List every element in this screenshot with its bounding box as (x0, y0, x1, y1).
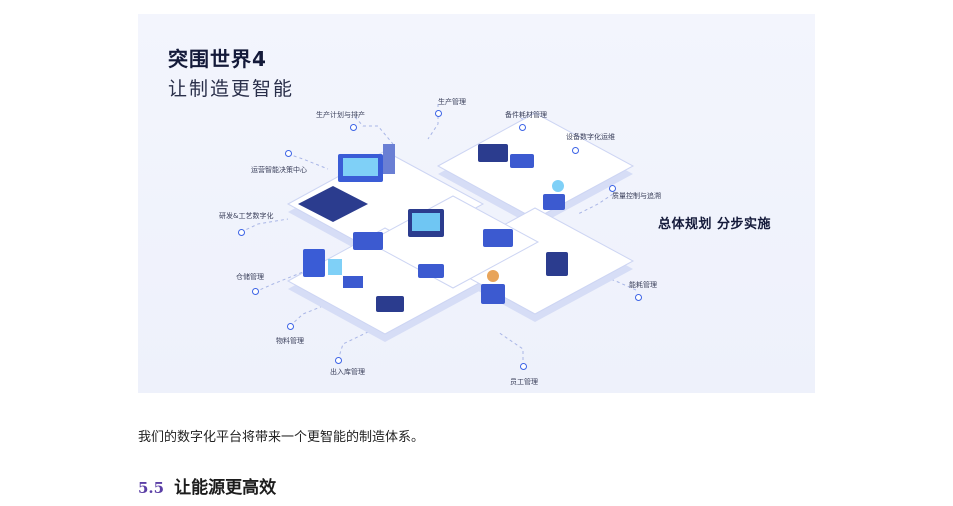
label-production-management: 生产管理 (438, 98, 466, 106)
label-warehouse: 仓储管理 (236, 273, 264, 281)
isometric-factory-illustration (240, 104, 637, 366)
label-materials: 物料管理 (276, 337, 304, 345)
label-staff: 员工管理 (510, 378, 538, 386)
label-inout-storage: 出入库管理 (330, 368, 365, 376)
marker-dot (435, 110, 442, 117)
marker-dot (609, 185, 616, 192)
marker-dot (635, 294, 642, 301)
label-operations-center: 运营智能决策中心 (251, 166, 307, 174)
marker-dot (335, 357, 342, 364)
section-heading: 5.5 让能源更高效 (138, 473, 276, 498)
label-equipment-digital: 设备数字化运维 (566, 133, 615, 141)
figure-caption: 我们的数字化平台将带来一个更智能的制造体系。 (138, 430, 425, 445)
marker-dot (287, 323, 294, 330)
label-quality-control: 质量控制与追溯 (612, 192, 661, 200)
marker-dot (520, 363, 527, 370)
hero-figure: 突围世界4 让制造更智能 总体规划 分步实施 生产计划与排产 生产管理 备件耗材… (138, 14, 815, 393)
label-spare-parts: 备件耗材管理 (505, 111, 547, 119)
figure-title: 突围世界4 (168, 47, 267, 71)
marker-dot (238, 229, 245, 236)
label-production-planning: 生产计划与排产 (316, 111, 365, 119)
label-rd-digital: 研发&工艺数字化 (219, 212, 274, 220)
marker-dot (572, 147, 579, 154)
marker-dot (252, 288, 259, 295)
marker-dot (285, 150, 292, 157)
section-title: 让能源更高效 (174, 478, 277, 498)
label-energy: 能耗管理 (629, 281, 657, 289)
figure-slogan: 总体规划 分步实施 (658, 217, 772, 232)
marker-dot (350, 124, 357, 131)
marker-dot (519, 124, 526, 131)
figure-subtitle: 让制造更智能 (168, 78, 295, 100)
section-number: 5.5 (138, 479, 165, 497)
